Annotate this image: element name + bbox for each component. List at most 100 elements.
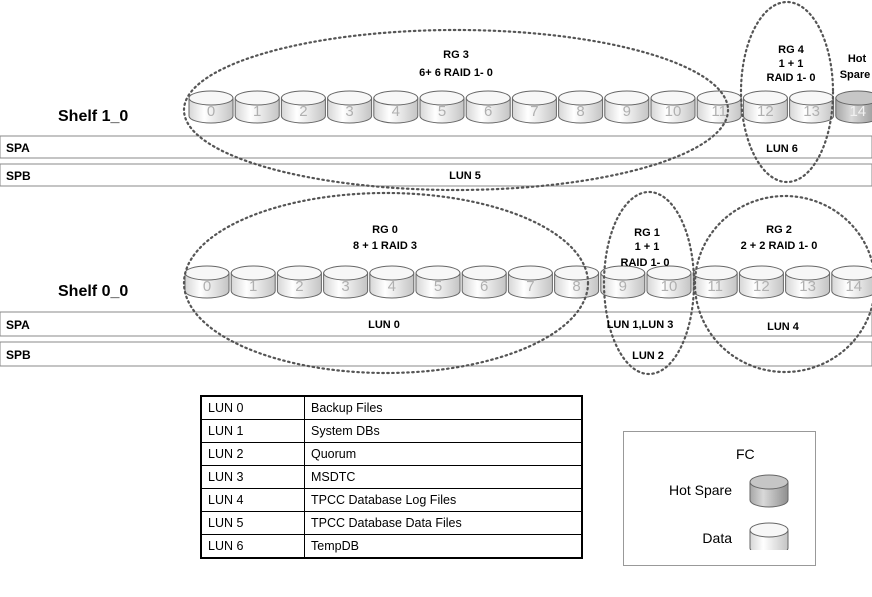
disk-number: 6: [484, 103, 492, 120]
data-disk: 4: [373, 90, 419, 124]
raid-group-outline: [182, 191, 590, 375]
data-disk: 12: [738, 265, 784, 299]
disk-number: 10: [665, 103, 682, 120]
lun-use-cell: MSDTC: [304, 465, 583, 489]
lun-use-cell: Quorum: [304, 442, 583, 466]
lun-label: LUN 4: [767, 321, 800, 333]
data-disk: 10: [646, 265, 692, 299]
sp-row-spb: [0, 163, 872, 187]
lun-id-cell: LUN 6: [200, 534, 305, 559]
disk-number: 4: [388, 278, 396, 295]
disk-number: 12: [757, 103, 774, 120]
disk-number: 1: [249, 278, 257, 295]
data-disk: 13: [789, 90, 835, 124]
data-disk: 6: [461, 265, 507, 299]
disk-number: 9: [619, 278, 627, 295]
disk-number: 14: [849, 103, 866, 120]
data-disk: 6: [465, 90, 511, 124]
disk-number: 1: [253, 103, 261, 120]
data-disk: 8: [558, 90, 604, 124]
data-disk: 5: [419, 90, 465, 124]
hot-spare-label: Hot: [848, 53, 867, 65]
data-disk: 7: [511, 90, 557, 124]
raid-group-outline: [739, 0, 835, 184]
hot-spare-disk-icon: [749, 474, 789, 508]
data-disk: 11: [696, 90, 742, 124]
data-disk: 14: [831, 265, 872, 299]
data-disk: 9: [600, 265, 646, 299]
disk-number: 13: [803, 103, 820, 120]
data-disk: 3: [323, 265, 369, 299]
raid-group-label: RAID 1- 0: [621, 257, 670, 269]
raid-group-label: RG 0: [372, 224, 398, 236]
data-disk-icon: [749, 522, 789, 550]
disk-number: 0: [207, 103, 215, 120]
data-disk: 0: [184, 265, 230, 299]
hot-spare-disk-icon: [749, 474, 789, 508]
data-disk: 1: [230, 265, 276, 299]
data-disk: 1: [234, 90, 280, 124]
lun-label: LUN 1,LUN 3: [607, 319, 674, 331]
disk-number: 6: [480, 278, 488, 295]
data-disk: 0: [188, 90, 234, 124]
legend-label-data: Data: [702, 530, 732, 546]
data-disk-icon: [749, 522, 789, 550]
legend-header: FC: [736, 446, 755, 462]
raid-group-label: 6+ 6 RAID 1- 0: [419, 67, 493, 79]
raid-group-label: RG 3: [443, 49, 469, 61]
disk-number: 8: [572, 278, 580, 295]
shelf-label: Shelf 1_0: [58, 108, 128, 125]
lun-label: LUN 6: [766, 143, 798, 155]
raid-group-label: 2 + 2 RAID 1- 0: [741, 240, 818, 252]
data-disk: 12: [742, 90, 788, 124]
raid-group-label: 8 + 1 RAID 3: [353, 240, 417, 252]
disk-number: 8: [576, 103, 584, 120]
data-disk: 2: [276, 265, 322, 299]
data-disk: 10: [650, 90, 696, 124]
disk-number: 3: [341, 278, 349, 295]
lun-id-cell: LUN 3: [200, 465, 305, 489]
sp-row-spb: [0, 341, 872, 367]
disk-number: 2: [295, 278, 303, 295]
hot-spare-label: Spare: [840, 69, 871, 81]
disk-number: 2: [299, 103, 307, 120]
legend-swatches: [749, 474, 789, 550]
data-disk: 4: [369, 265, 415, 299]
disk-number: 12: [753, 278, 770, 295]
sp-label-spa: SPA: [6, 141, 30, 155]
disk-number: 5: [438, 103, 446, 120]
data-disk: 13: [785, 265, 831, 299]
lun-use-cell: TPCC Database Log Files: [304, 488, 583, 512]
lun-use-cell: TempDB: [304, 534, 583, 559]
disk-number: 5: [434, 278, 442, 295]
sp-label-spb: SPB: [6, 169, 31, 183]
raid-group-label: RG 1: [634, 227, 660, 239]
disk-number: 7: [530, 103, 538, 120]
sp-label-spa: SPA: [6, 318, 30, 332]
lun-use-cell: Backup Files: [304, 395, 583, 420]
disk-number: 3: [345, 103, 353, 120]
lun-use-cell: TPCC Database Data Files: [304, 511, 583, 535]
sp-row-spa: [0, 311, 872, 337]
lun-id-cell: LUN 0: [200, 395, 305, 420]
lun-id-cell: LUN 2: [200, 442, 305, 466]
lun-use-cell: System DBs: [304, 419, 583, 443]
hot-spare-disk: 14: [835, 90, 872, 124]
lun-id-cell: LUN 5: [200, 511, 305, 535]
data-disk: 11: [692, 265, 738, 299]
lun-label: LUN 5: [449, 170, 481, 182]
disk-number: 9: [623, 103, 631, 120]
disk-number: 11: [707, 278, 723, 295]
sp-row-spa: [0, 135, 872, 159]
data-disk: 5: [415, 265, 461, 299]
raid-group-label: 1 + 1: [779, 58, 804, 70]
